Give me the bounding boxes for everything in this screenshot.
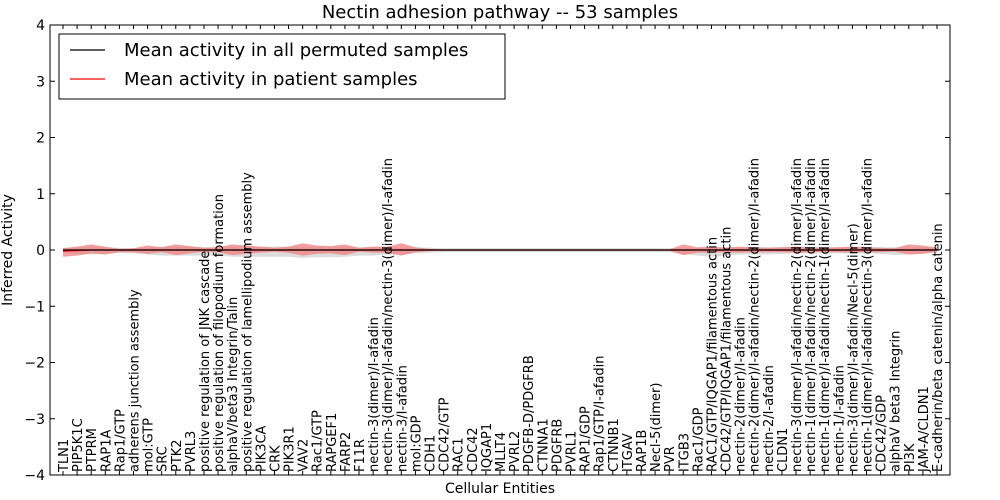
- x-tick-label: CDC42: [466, 427, 481, 472]
- x-tick-label: PIK3R1: [283, 426, 298, 472]
- y-tick-label: 2: [36, 131, 45, 147]
- series-lines: [62, 249, 937, 252]
- x-tick-label: PIK3CA: [254, 425, 269, 472]
- x-tick-label: mol:GDP: [409, 415, 424, 472]
- x-tick-label: PDGFB-D/PDGFRB: [522, 355, 537, 472]
- x-tick-label: TLN1: [57, 439, 72, 473]
- x-tick-label: nectin-1(dimer)/I-afadin/nectin-3(dimer)…: [861, 158, 876, 472]
- x-tick-label: CRK: [269, 445, 284, 472]
- x-tick-label: CDC42/GDP: [875, 395, 890, 472]
- x-tick-label: CDH1: [424, 435, 439, 472]
- x-tick-label: PDGFRB: [550, 419, 565, 472]
- x-tick-label: CTNNA1: [536, 418, 551, 472]
- x-tick-label: PTPRM: [85, 428, 100, 472]
- x-tick-label: RAC1/GTP/IQGAP1/filamentous actin: [706, 237, 721, 472]
- x-tick-label: nectin-3(dimer)/I-afadin/Necl-5(dimer): [846, 223, 861, 472]
- x-tick-label: Rap1/GTP: [113, 409, 128, 472]
- x-tick-label: nectin-2/I-afadin: [762, 365, 777, 472]
- x-tick-label: CLDN1: [776, 428, 791, 472]
- x-tick-label: alphaV beta3 Integrin: [889, 331, 904, 472]
- x-tick-label: Necl-5(dimer): [649, 383, 664, 472]
- x-tick-label: PTK2: [170, 439, 185, 472]
- x-tick-label: positive regulation of lamellipodium ass…: [240, 172, 255, 472]
- chart-title: Nectin adhesion pathway -- 53 samples: [322, 2, 678, 23]
- x-tick-label: nectin-3(dimer)/I-afadin/nectin-3(dimer)…: [381, 158, 396, 472]
- x-tick-label: nectin-2(dimer)/I-afadin/nectin-2(dimer)…: [748, 158, 763, 472]
- x-tick-label: PVRL1: [565, 431, 580, 472]
- y-tick-label: 4: [36, 18, 45, 34]
- x-tick-label: PVRL2: [508, 431, 523, 472]
- x-tick-label: E-cadherin/beta catenin/alpha catenin: [931, 223, 946, 472]
- x-tick-label: nectin-1/I-afadin: [832, 365, 847, 472]
- y-axis-label: Inferred Activity: [0, 194, 16, 306]
- y-axis: −4 −3 −2 −1 0 1 2 3 4: [24, 18, 950, 484]
- x-tick-label: CDC42/GTP/IQGAP1/filamentous actin: [720, 227, 735, 472]
- x-tick-label: nectin-3(dimer)/I-afadin/nectin-2(dimer)…: [790, 158, 805, 472]
- x-tick-label: IQGAP1: [480, 423, 495, 472]
- x-tick-label: Rac1/GTP: [311, 410, 326, 472]
- legend-label-permuted: Mean activity in all permuted samples: [124, 40, 468, 61]
- x-axis-label: Cellular Entities: [445, 481, 555, 497]
- y-tick-label: 0: [36, 243, 45, 259]
- y-tick-label: 3: [36, 74, 45, 90]
- x-tick-label: JAM-A/CLDN1: [917, 386, 932, 473]
- x-tick-label: PVR: [663, 446, 678, 472]
- x-tick-label: FARP2: [339, 432, 354, 472]
- x-tick-label: nectin-1(dimer)/I-afadin/nectin-1(dimer)…: [818, 158, 833, 472]
- y-tick-label: 1: [36, 187, 45, 203]
- x-tick-label: mol:GTP: [142, 418, 157, 472]
- x-tick-label: nectin-3(dimer)/I-afadin: [367, 317, 382, 472]
- legend-box: [58, 33, 506, 100]
- x-tick-label: ITGB3: [677, 433, 692, 472]
- x-tick-label: RAP1A: [99, 429, 114, 472]
- x-tick-label: nectin-2(dimer)/I-afadin: [734, 317, 749, 472]
- x-tick-label: PIP5K1C: [71, 418, 86, 472]
- x-tick-label: SRC: [156, 446, 171, 472]
- x-tick-label: CTNNB1: [607, 418, 622, 472]
- x-tick-label: VAV2: [297, 439, 312, 472]
- x-tick-label: Rac1/GDP: [691, 407, 706, 472]
- x-tick-label: F11R: [353, 439, 368, 472]
- x-tick-label: PVRL3: [184, 431, 199, 472]
- x-tick-label: RAPGEF1: [325, 413, 340, 472]
- x-tick-label: Rap1/GTP/I-afadin: [593, 355, 608, 472]
- x-tick-label: alphaV/beta3 Integrin/Talin: [226, 297, 241, 472]
- y-tick-label: −1: [24, 299, 45, 315]
- x-tick-label: PI3K: [903, 443, 918, 472]
- x-tick-label: nectin-3/I-afadin: [395, 365, 410, 472]
- legend-label-patient: Mean activity in patient samples: [124, 69, 418, 90]
- x-tick-label: RAC1: [452, 437, 467, 472]
- x-tick-label: MLLT4: [494, 432, 509, 472]
- y-tick-label: −2: [24, 356, 45, 372]
- y-tick-label: −3: [24, 412, 45, 428]
- legend: Mean activity in all permuted samples Me…: [58, 33, 506, 100]
- x-tick-label: RAP1B: [635, 430, 650, 472]
- y-tick-label: −4: [24, 468, 45, 484]
- x-tick-label: positive regulation of JNK cascade: [198, 251, 213, 472]
- x-tick-label: nectin-1(dimer)/I-afadin/nectin-2(dimer)…: [804, 158, 819, 472]
- x-tick-label: positive regulation of filopodium format…: [212, 194, 227, 472]
- x-tick-label: RAP1/GDP: [579, 406, 594, 472]
- x-tick-label: CDC42/GTP: [438, 397, 453, 472]
- x-tick-label: ITGAV: [621, 433, 636, 472]
- x-tick-label: adherens junction assembly: [128, 289, 143, 472]
